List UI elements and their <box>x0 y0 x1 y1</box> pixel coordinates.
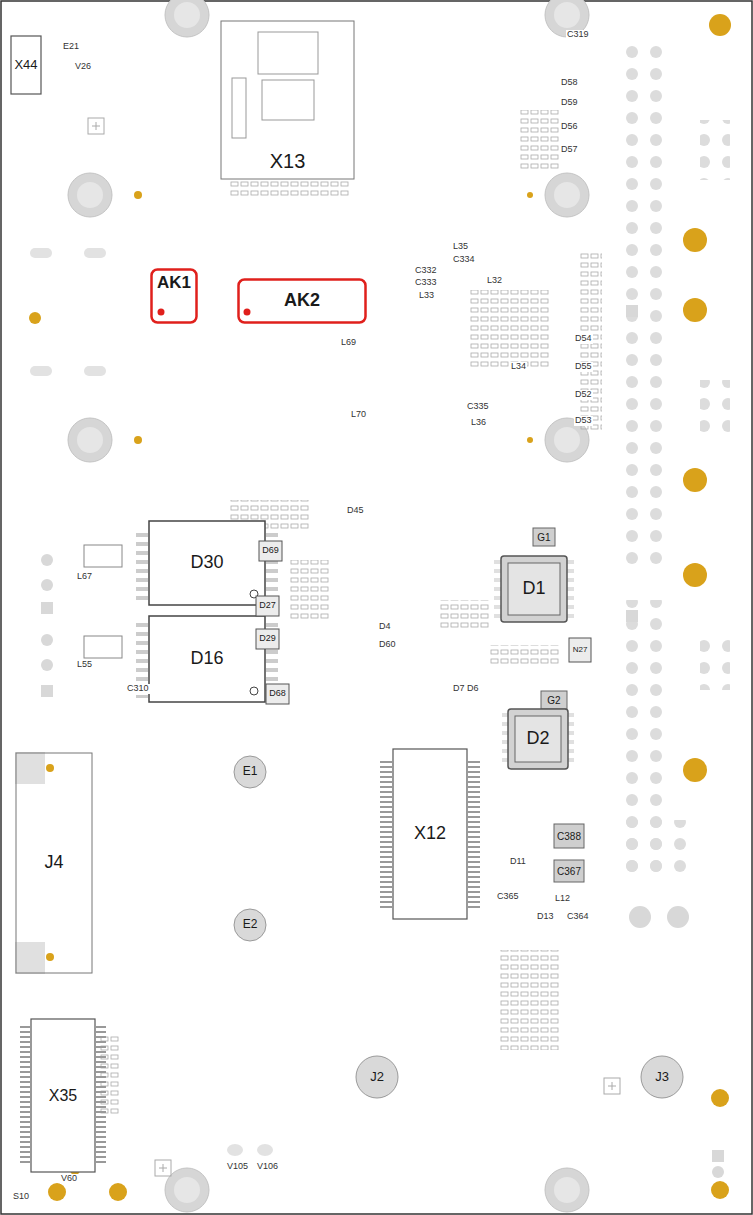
test-pad: E1 <box>233 755 267 789</box>
part-designator: D68 <box>269 689 286 699</box>
part-label: C364 <box>566 912 590 922</box>
part-label: L69 <box>340 338 357 348</box>
part-label: D7 <box>452 684 466 694</box>
mounting-hole: J2 <box>355 1055 399 1099</box>
part-designator: X44 <box>14 58 37 72</box>
part-label: C365 <box>496 892 520 902</box>
part-label: D58 <box>560 78 579 88</box>
part-label: D54 <box>574 334 593 344</box>
part-label: E21 <box>62 42 80 52</box>
crystal-footprint: G1 <box>532 527 556 547</box>
part-label: D13 <box>536 912 555 922</box>
part-label: D56 <box>560 122 579 132</box>
mounting-hole: J3 <box>640 1055 684 1099</box>
part-designator: D69 <box>262 546 279 556</box>
ic-footprint: D30 <box>148 520 266 606</box>
part-designator: G2 <box>547 695 560 706</box>
part-label: D52 <box>574 390 593 400</box>
part-label: C332 <box>414 266 438 276</box>
capacitor-footprint: C367 <box>553 859 585 883</box>
part-designator: C388 <box>557 831 581 842</box>
part-label: D45 <box>346 506 365 516</box>
part-label: D6 <box>466 684 480 694</box>
diode-footprint: D69 <box>258 540 283 562</box>
part-label: D4 <box>378 622 392 632</box>
connector-footprint: X35 <box>30 1018 96 1173</box>
part-designator: D29 <box>259 634 276 644</box>
part-designator: J4 <box>44 853 63 873</box>
ic-footprint: N27 <box>568 637 592 663</box>
ic-footprint: D16 <box>148 615 266 703</box>
capacitor-footprint: C388 <box>553 823 585 849</box>
part-label: V105 <box>226 1162 249 1172</box>
part-designator: X12 <box>414 824 446 844</box>
part-designator: J3 <box>655 1070 669 1084</box>
part-label: V60 <box>60 1174 78 1184</box>
part-label: C334 <box>452 255 476 265</box>
part-label: C319 <box>566 30 590 40</box>
part-label: L34 <box>510 362 527 372</box>
part-designator: N27 <box>573 646 588 655</box>
part-label: D55 <box>574 362 593 372</box>
part-designator: D27 <box>259 601 276 611</box>
part-label: L35 <box>452 242 469 252</box>
part-label: L67 <box>76 572 93 582</box>
sim-holder: X13 <box>220 20 355 180</box>
part-label: D59 <box>560 98 579 108</box>
part-label: D53 <box>574 416 593 426</box>
part-designator: AK2 <box>284 291 320 311</box>
diode-footprint: D68 <box>265 683 290 705</box>
part-designator: J2 <box>370 1070 384 1084</box>
part-label: L32 <box>486 276 503 286</box>
part-designator: X35 <box>49 1087 77 1105</box>
highlight-box: AK1 <box>150 268 198 324</box>
part-label: V26 <box>74 62 92 72</box>
part-label: L55 <box>76 660 93 670</box>
part-label: D60 <box>378 640 397 650</box>
test-pad: E2 <box>233 908 267 942</box>
part-label: L33 <box>418 291 435 301</box>
part-label: V106 <box>256 1162 279 1172</box>
part-label: C335 <box>466 402 490 412</box>
part-designator: X13 <box>270 150 306 172</box>
part-designator: D16 <box>190 649 223 669</box>
part-label: L12 <box>554 894 571 904</box>
crystal-footprint: G2 <box>540 690 568 710</box>
part-designator: D2 <box>526 729 549 749</box>
part-designator: E2 <box>243 918 258 931</box>
highlight-box: AK2 <box>237 278 367 324</box>
ic-footprint: D1 <box>500 555 568 623</box>
diode-footprint: D27 <box>255 595 280 617</box>
part-label: S10 <box>12 1192 30 1202</box>
part-designator: AK1 <box>157 274 191 293</box>
part-label: C310 <box>126 684 150 694</box>
part-label: D57 <box>560 145 579 155</box>
part-designator: G1 <box>537 532 550 543</box>
part-label: L70 <box>350 410 367 420</box>
part-designator: E1 <box>243 765 258 778</box>
part-designator: D1 <box>522 579 545 599</box>
diode-footprint: D29 <box>255 628 280 650</box>
part-designator: C367 <box>557 866 581 877</box>
part-label: C333 <box>414 278 438 288</box>
ic-footprint: D2 <box>507 708 569 770</box>
connector-footprint: J4 <box>15 752 93 974</box>
part-label: D11 <box>509 857 527 867</box>
part-label: L36 <box>470 418 487 428</box>
connector-footprint: X44 <box>10 35 42 95</box>
part-designator: D30 <box>190 553 223 573</box>
connector-footprint: X12 <box>392 748 468 920</box>
